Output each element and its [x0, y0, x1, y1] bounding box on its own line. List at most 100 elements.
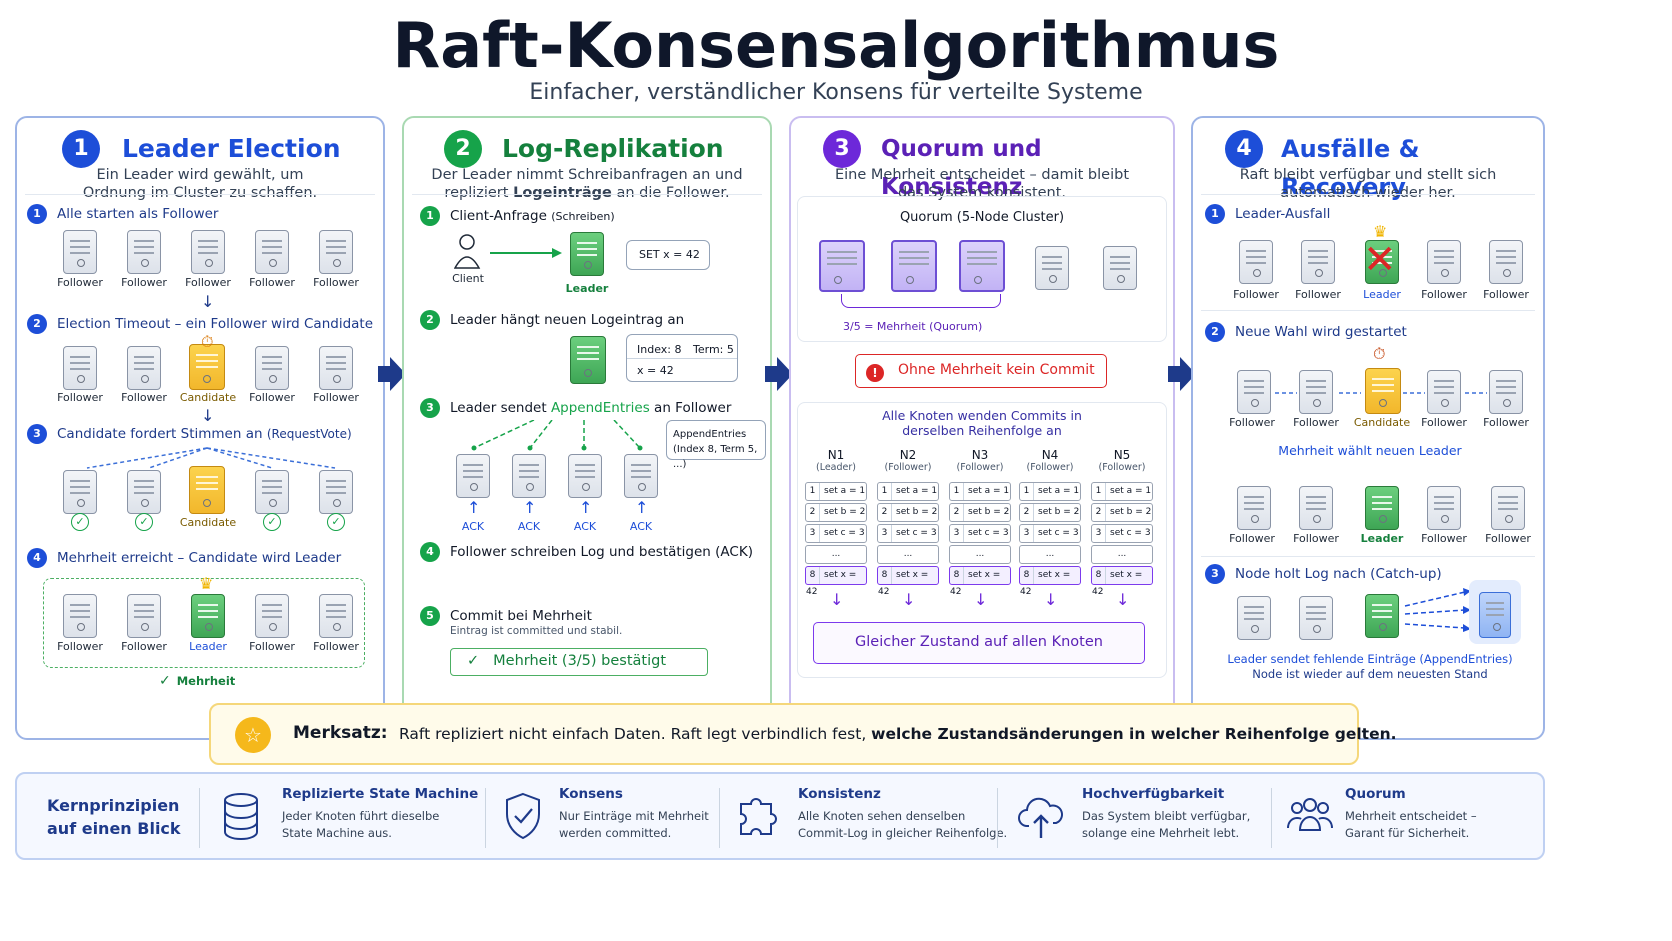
server-icon	[1427, 486, 1461, 530]
leader-label: Leader	[565, 282, 609, 295]
quorum-title: Quorum (5-Node Cluster)	[899, 210, 1065, 225]
divider	[1201, 194, 1535, 195]
arrow-up-icon: ↑	[635, 498, 649, 517]
node-label: Follower	[1293, 532, 1339, 545]
panel-leader-election: 1 Leader Election Ein Leader wird gewähl…	[15, 116, 385, 740]
node-label: Follower	[121, 640, 167, 653]
node-header: N1(Leader)	[816, 448, 856, 473]
node-label: Follower	[313, 391, 359, 404]
catch-up-caption: Leader sendet fehlende Einträge (AppendE…	[1227, 652, 1513, 681]
timer-icon: ⏱	[201, 332, 214, 351]
server-icon	[1427, 240, 1461, 284]
quorum-server-icon	[959, 240, 1005, 292]
log-cell-ellipsis: ...	[805, 545, 867, 564]
same-state-box: Gleicher Zustand auf allen Knoten	[813, 622, 1145, 664]
panel-log-replication: 2 Log-Replikation Der Leader nimmt Schre…	[402, 116, 772, 740]
node-label: Leader	[1360, 532, 1404, 545]
server-icon	[1299, 596, 1333, 640]
node-header: N3(Follower)	[956, 448, 1004, 473]
node-label: Leader	[189, 640, 227, 653]
log-cell-ellipsis: ...	[949, 545, 1011, 564]
server-icon	[1301, 240, 1335, 284]
server-icon	[624, 454, 658, 498]
append-entries-box: AppendEntries(Index 8, Term 5, ...)	[666, 420, 766, 470]
crown-icon: ♛	[1373, 222, 1388, 241]
shield-icon	[506, 792, 540, 840]
server-icon	[1103, 246, 1137, 290]
node-label: Follower	[1421, 416, 1467, 429]
ack-label: ACK	[461, 520, 485, 533]
arrow-up-icon: ↑	[579, 498, 593, 517]
page-title: Raft-Konsensalgorithmus	[392, 9, 1280, 82]
node-label: Follower	[1421, 288, 1467, 301]
node-label: Follower	[185, 276, 231, 289]
candidate-server-icon	[189, 466, 225, 514]
ack-label: ACK	[573, 520, 597, 533]
arrow-down-icon: ↓	[902, 590, 916, 609]
node-label: Follower	[121, 391, 167, 404]
arrow-down-icon: ↓	[1044, 590, 1058, 609]
server-icon	[456, 454, 490, 498]
log-cell-ellipsis: ...	[1091, 545, 1153, 564]
server-icon	[1237, 370, 1271, 414]
section-number-badge: 3	[823, 130, 861, 168]
append-entries-arrows	[471, 420, 643, 451]
commit-order-card	[797, 402, 1167, 678]
node-label: Follower	[1421, 532, 1467, 545]
divider	[485, 788, 486, 848]
section-description: Eine Mehrheit entscheidet – damit bleibt…	[834, 167, 1130, 201]
key-takeaway-banner: ☆ Merksatz: Raft repliziert nicht einfac…	[209, 703, 1397, 765]
divider	[1201, 310, 1535, 311]
server-icon	[127, 594, 161, 638]
check-icon: ✓	[71, 513, 89, 531]
majority-label: ✓Mehrheit	[159, 673, 236, 689]
commit-subtext: Eintrag ist committed und stabil.	[450, 625, 623, 637]
node-label: Follower	[57, 276, 103, 289]
server-icon	[191, 230, 225, 274]
section-title: Leader Election	[122, 134, 341, 163]
server-icon	[319, 594, 353, 638]
node-label: Follower	[1233, 288, 1279, 301]
divider	[1201, 556, 1535, 557]
node-label: Follower	[121, 276, 167, 289]
candidate-server-icon	[189, 344, 225, 390]
server-icon	[1299, 370, 1333, 414]
node-label: Leader	[1363, 288, 1401, 301]
server-icon	[1035, 246, 1069, 290]
takeaway-text: Raft repliziert nicht einfach Daten. Raf…	[399, 725, 1397, 743]
server-icon	[1489, 370, 1523, 414]
vote-request-arrows	[86, 447, 336, 469]
database-icon	[224, 793, 258, 841]
node-label: Candidate	[1353, 416, 1411, 429]
cloud-upload-icon	[1018, 797, 1063, 838]
divider	[719, 788, 720, 848]
check-icon: ✓	[327, 513, 345, 531]
divider	[25, 194, 375, 195]
star-icon: ☆	[235, 717, 271, 753]
node-label: Follower	[313, 640, 359, 653]
majority-group	[43, 578, 365, 668]
timer-icon: ⏱	[1373, 344, 1386, 363]
section-number-badge: 2	[444, 130, 482, 168]
recovering-server-icon	[1479, 592, 1511, 638]
server-icon	[1237, 596, 1271, 640]
election-arrows	[1275, 392, 1487, 394]
server-icon	[512, 454, 546, 498]
arrow-up-icon: ↑	[523, 498, 537, 517]
panel-recovery: 4 Ausfälle & Recovery Raft bleibt verfüg…	[1191, 116, 1545, 740]
